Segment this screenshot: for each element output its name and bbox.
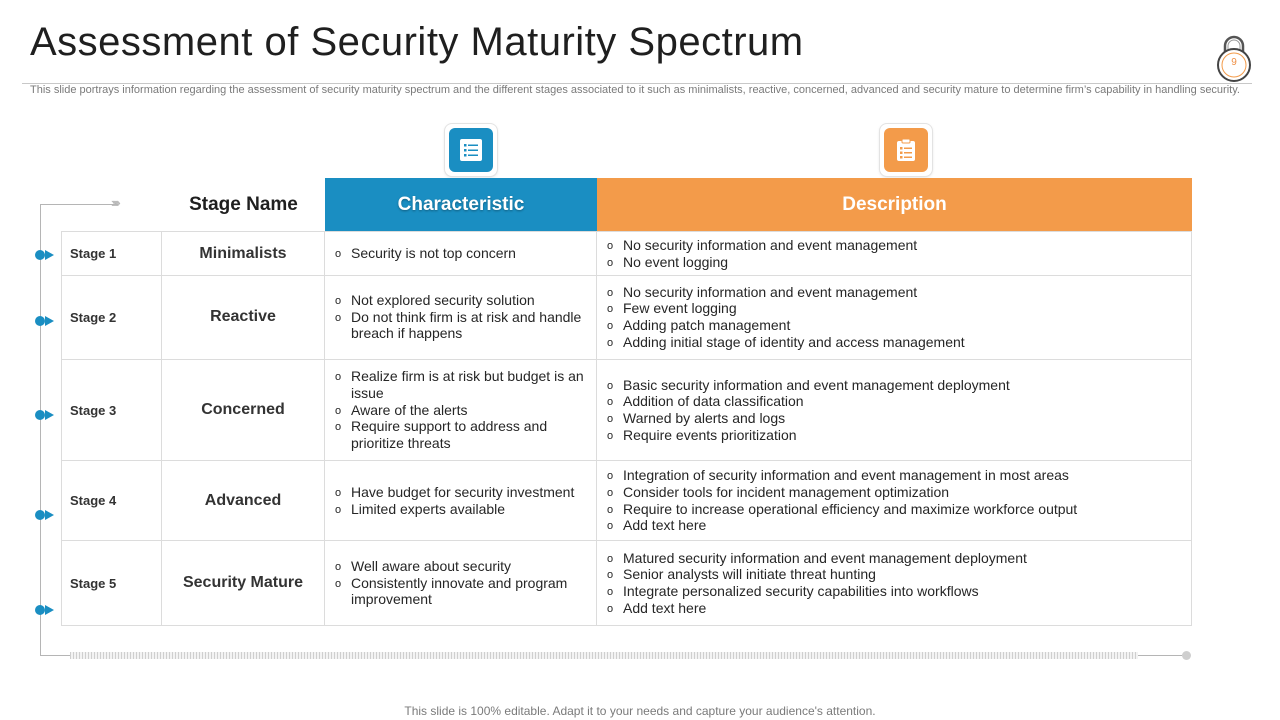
list-item: Adding patch management [603, 317, 965, 334]
stage-marker [35, 605, 57, 615]
description-cell: No security information and event manage… [597, 275, 1192, 359]
list-item: Few event logging [603, 300, 965, 317]
list-item: Require events prioritization [603, 427, 1010, 444]
table-row: Stage 1 Minimalists Security is not top … [61, 231, 1192, 276]
stage-label: Stage 4 [61, 461, 162, 540]
stage-label: Stage 3 [61, 360, 162, 460]
stage-label: Stage 1 [61, 232, 162, 275]
list-item: Adding initial stage of identity and acc… [603, 334, 965, 351]
page-title: Assessment of Security Maturity Spectrum [30, 20, 804, 64]
description-cell: Integration of security information and … [597, 461, 1192, 540]
list-item: Consistently innovate and program improv… [331, 575, 588, 608]
timeline-track [70, 652, 1138, 659]
stage-marker [35, 250, 57, 260]
chevron-arrows-icon: ››››› [111, 195, 121, 210]
description-cell: Matured security information and event m… [597, 541, 1192, 625]
characteristic-cell: Realize firm is at risk but budget is an… [325, 360, 597, 460]
header-description: Description [597, 178, 1192, 231]
list-item: Do not think firm is at risk and handle … [331, 309, 588, 342]
list-item: Not explored security solution [331, 292, 588, 309]
characteristic-cell: Well aware about security Consistently i… [325, 541, 597, 625]
stage-name: Security Mature [162, 541, 325, 625]
list-item: Matured security information and event m… [603, 550, 1027, 567]
list-item: Require to increase operational efficien… [603, 501, 1077, 518]
title-divider [22, 83, 1252, 84]
list-item: No security information and event manage… [603, 284, 965, 301]
stage-marker [35, 316, 57, 326]
stage-name: Reactive [162, 275, 325, 359]
timeline-track-end [1138, 655, 1182, 656]
stage-marker [35, 410, 57, 420]
description-cell: No security information and event manage… [597, 232, 1192, 275]
list-item: Well aware about security [331, 558, 588, 575]
timeline-end-dot [1182, 651, 1191, 660]
stage-label: Stage 2 [61, 275, 162, 359]
clipboard-icon [897, 138, 915, 161]
characteristic-cell: Not explored security solution Do not th… [325, 275, 597, 359]
list-item: Security is not top concern [331, 245, 516, 262]
characteristic-cell: Have budget for security investment Limi… [325, 461, 597, 540]
table-row: Stage 5 Security Mature Well aware about… [61, 541, 1192, 626]
list-item: Addition of data classification [603, 393, 1010, 410]
stage-name: Advanced [162, 461, 325, 540]
list-item: Have budget for security investment [331, 484, 574, 501]
timeline-top-line [40, 204, 118, 205]
page-subtitle: This slide portrays information regardin… [30, 84, 1240, 96]
list-item: Add text here [603, 517, 1077, 534]
description-cell: Basic security information and event man… [597, 360, 1192, 460]
list-icon [460, 139, 482, 161]
list-item: Consider tools for incident management o… [603, 484, 1077, 501]
list-item: Require support to address and prioritiz… [331, 418, 588, 451]
header-stage-name: Stage Name [189, 193, 298, 215]
footer-note: This slide is 100% editable. Adapt it to… [404, 704, 876, 718]
table-row: Stage 4 Advanced Have budget for securit… [61, 461, 1192, 541]
list-item: Aware of the alerts [331, 402, 588, 419]
lock-icon [1217, 35, 1251, 82]
list-item: Integrate personalized security capabili… [603, 583, 1027, 600]
stage-name: Concerned [162, 360, 325, 460]
characteristic-icon-tile [445, 124, 497, 176]
list-item: No security information and event manage… [603, 237, 917, 254]
page-number: 9 [1231, 57, 1237, 68]
header-characteristic: Characteristic [325, 178, 597, 231]
stage-name: Minimalists [162, 232, 325, 275]
stage-marker [35, 510, 57, 520]
list-item: No event logging [603, 254, 917, 271]
timeline-line [40, 204, 41, 656]
table-row: Stage 2 Reactive Not explored security s… [61, 275, 1192, 360]
table-row: Stage 3 Concerned Realize firm is at ris… [61, 360, 1192, 461]
stage-label: Stage 5 [61, 541, 162, 625]
characteristic-cell: Security is not top concern [325, 232, 597, 275]
list-item: Integration of security information and … [603, 467, 1077, 484]
list-item: Senior analysts will initiate threat hun… [603, 566, 1027, 583]
list-item: Limited experts available [331, 501, 574, 518]
description-icon-tile [880, 124, 932, 176]
list-item: Add text here [603, 600, 1027, 617]
timeline-bottom-line [40, 655, 70, 656]
list-item: Warned by alerts and logs [603, 410, 1010, 427]
list-item: Realize firm is at risk but budget is an… [331, 368, 588, 401]
list-item: Basic security information and event man… [603, 377, 1010, 394]
